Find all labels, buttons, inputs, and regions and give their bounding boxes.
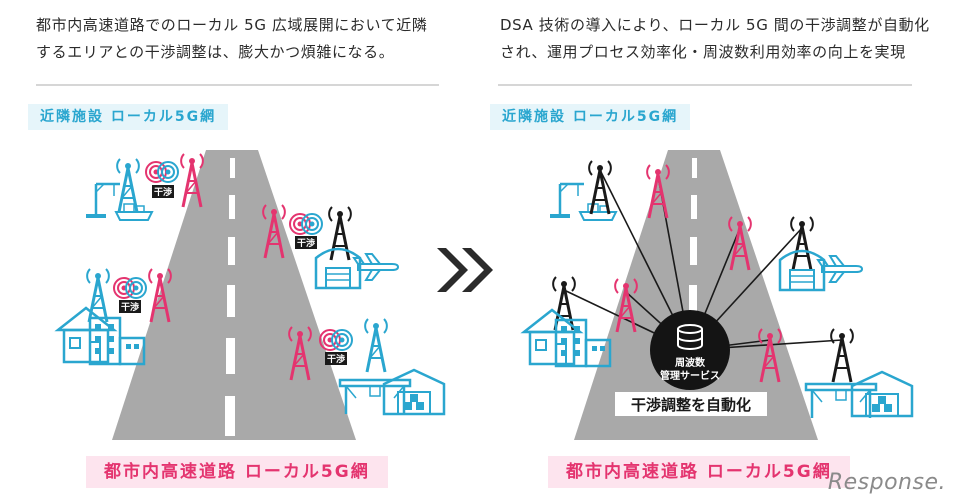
left-caption: 都市内高速道路でのローカル 5G 広域展開において近隣 するエリアとの干渉調整は… [36, 16, 428, 61]
hub-label-line2: 管理サービス [660, 369, 720, 382]
right-tower-logistics-icon [829, 327, 855, 384]
left-hangar-icon [314, 247, 362, 290]
left-warehouse-icon [382, 368, 446, 416]
right-road [574, 150, 818, 440]
transition-arrow-icon [437, 248, 493, 292]
watermark: Response. [827, 470, 946, 495]
right-caption: DSA 技術の導入により、ローカル 5G 間の干渉調整が自動化 され、運用プロセ… [500, 16, 930, 61]
left-gantry-crane-icon [338, 378, 412, 416]
left-interference-icon-1 [145, 161, 179, 183]
database-icon [677, 324, 703, 350]
right-facility-tag: 近隣施設 ローカル5G網 [490, 104, 691, 130]
left-tower-town-icon [85, 267, 111, 324]
left-interference-icon-4 [319, 329, 353, 351]
right-divider [498, 84, 912, 86]
right-warehouse-icon [850, 370, 914, 418]
left-interference-icon-3 [113, 277, 147, 299]
left-facility-tag: 近隣施設 ローカル5G網 [28, 104, 229, 130]
left-divider [36, 84, 439, 86]
spectrum-management-hub: 周波数 管理サービス [650, 310, 730, 390]
left-interference-label-4: 干渉 [327, 353, 345, 365]
left-road-tag: 都市内高速道路 ローカル5G網 [86, 456, 388, 488]
left-interference-label-1: 干渉 [154, 186, 172, 198]
left-port-icon [84, 182, 154, 222]
right-airport-tower-icon [789, 215, 815, 272]
left-road [112, 150, 356, 440]
auto-label-bg [615, 392, 767, 416]
hub-label-line1: 周波数 [675, 356, 706, 369]
right-road-tag: 都市内高速道路 ローカル5G網 [548, 456, 850, 488]
left-interference-label-2: 干渉 [297, 237, 315, 249]
auto-adjust-label: 干渉調整を自動化 [631, 396, 751, 414]
left-buildings-icon [88, 316, 146, 366]
left-interference-icon-2 [289, 213, 323, 235]
left-tower-logistics-icon [363, 317, 389, 374]
left-interference-label-3: 干渉 [121, 301, 139, 313]
